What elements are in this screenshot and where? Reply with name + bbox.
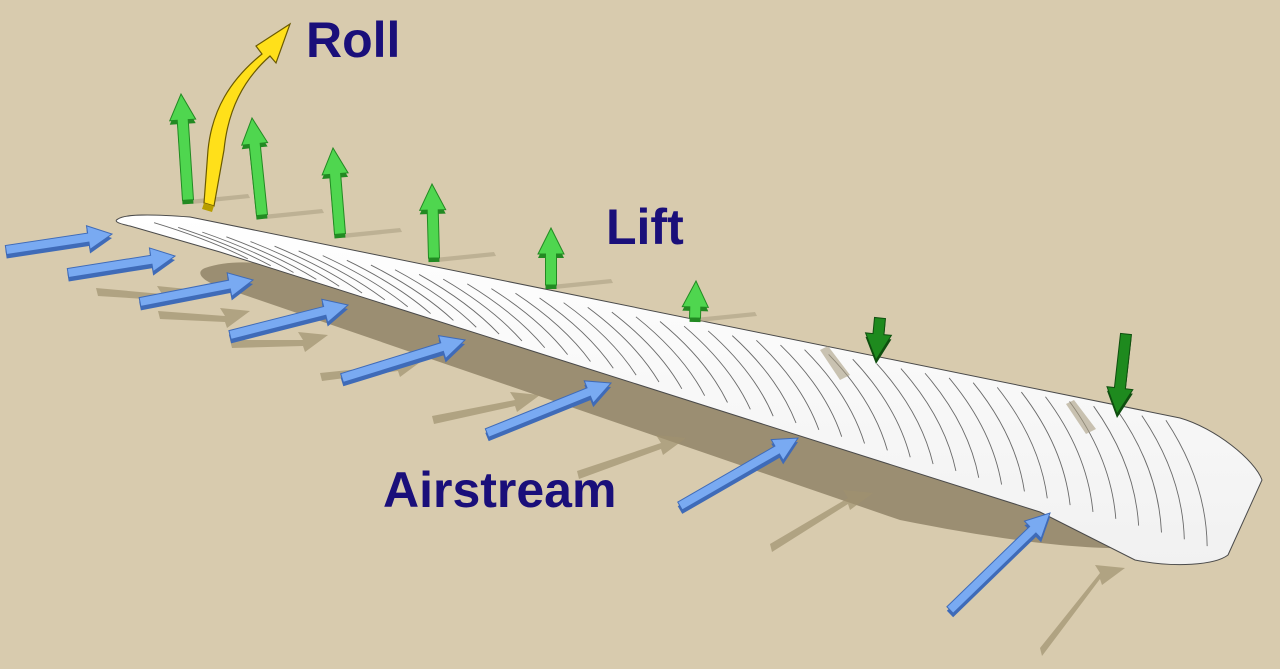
roll-arrow-side <box>202 203 214 212</box>
lift-arrow-shadow <box>188 194 250 204</box>
airstream-arrow-shadow <box>158 308 250 328</box>
lift-label: Lift <box>606 199 684 255</box>
arrow-up-icon <box>418 182 447 263</box>
wing-rib <box>346 259 431 314</box>
roll-label: Roll <box>306 12 400 68</box>
airstream-arrow-shadow <box>770 490 873 552</box>
wing-rib <box>587 307 660 383</box>
wing-rib <box>659 321 728 403</box>
wing-rib <box>756 339 820 431</box>
arrow-right-icon <box>484 380 613 442</box>
arrow-up-icon <box>168 92 197 205</box>
arrow-right-icon <box>677 437 799 514</box>
airstream-arrow-shadow <box>1040 565 1125 656</box>
wing-rib <box>948 377 1003 485</box>
wing-rib <box>442 278 523 342</box>
arrow-right-icon <box>138 272 255 311</box>
wing-rib <box>707 330 774 417</box>
wing-rib <box>153 222 249 260</box>
wing-rib <box>1045 396 1094 512</box>
airstream-arrow-shadow <box>577 435 686 479</box>
lift-arrows <box>168 92 1134 418</box>
wing-rib <box>539 297 614 369</box>
wing-rib <box>635 316 706 396</box>
wing-rib <box>1021 391 1071 506</box>
airstream-arrow-shadow <box>432 392 540 424</box>
wing-ribs <box>153 222 1208 547</box>
wing-rib <box>322 255 409 308</box>
wing-rib <box>274 245 363 294</box>
lift-arrow-shadow <box>695 312 757 322</box>
wing-rib <box>876 363 934 465</box>
arrow-right-icon <box>4 224 114 259</box>
lift-arrow-shadow <box>551 279 613 289</box>
arrow-up-icon <box>321 146 349 239</box>
wing-rib <box>924 372 980 478</box>
wing-rib <box>515 292 591 362</box>
wing-rib <box>900 368 957 472</box>
arrow-up-icon <box>537 226 565 289</box>
wing-rib <box>996 387 1048 499</box>
wing-rib <box>1165 420 1208 547</box>
wing-rib <box>852 358 911 458</box>
airstream-arrows <box>4 224 1051 618</box>
lift-arrow-shadow <box>434 252 496 262</box>
arrow-up-icon <box>681 279 710 323</box>
wing-rib <box>202 231 294 273</box>
lift-arrow-shadow <box>340 228 402 238</box>
wing-rib <box>467 283 546 349</box>
wing-rib <box>226 236 317 280</box>
lift-arrow-shadow <box>820 346 850 380</box>
arrow-right-icon <box>946 512 1051 618</box>
lift-arrow-shadow <box>1066 400 1096 434</box>
wing-rib <box>250 241 340 287</box>
wing-rib <box>683 325 751 410</box>
wing-rib <box>370 264 454 321</box>
wing-rib <box>418 274 500 335</box>
airstream-label: Airstream <box>383 462 616 518</box>
wing-rib <box>731 335 797 424</box>
wing-rib <box>178 226 271 267</box>
wing-rib <box>491 288 568 355</box>
arrow-up-icon <box>240 116 269 220</box>
wing-rib <box>972 382 1025 492</box>
wing-rib <box>1093 405 1140 526</box>
airstream-arrow-shadow <box>230 332 328 352</box>
lift-arrow-shadows <box>188 194 1096 434</box>
arrow-right-icon <box>66 247 177 282</box>
arrow-down-icon <box>864 316 893 364</box>
arrow-right-icon <box>340 334 467 387</box>
wing-rib <box>804 349 865 444</box>
curved-arrow-icon <box>203 22 292 207</box>
lift-arrow-shadow <box>262 209 324 219</box>
wing-rib <box>611 311 683 390</box>
wing-rib <box>394 269 477 328</box>
wing-rib <box>1117 410 1162 533</box>
arrow-down-icon <box>1106 332 1134 418</box>
wing-rib <box>563 302 637 376</box>
roll-arrow <box>202 22 292 212</box>
wing-rib <box>1141 415 1185 540</box>
arrow-right-icon <box>228 298 350 344</box>
wing-rib <box>298 250 386 301</box>
wing-rib <box>780 344 843 437</box>
